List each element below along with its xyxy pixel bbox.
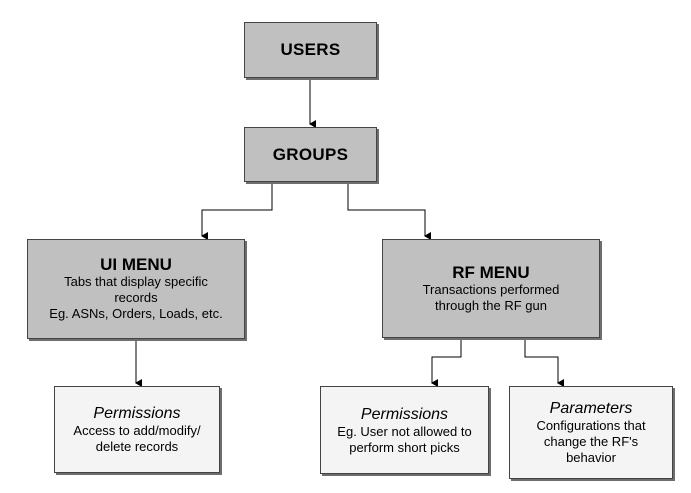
groups-label: GROUPS bbox=[272, 144, 349, 164]
rf-parameters-line-2: change the RF's bbox=[543, 434, 639, 449]
groups-box: GROUPS bbox=[244, 127, 377, 182]
arrow-groups-to-rf-menu bbox=[347, 182, 431, 240]
rf-menu-line-1: Transactions performed bbox=[422, 281, 560, 297]
arrow-groups-to-ui-menu bbox=[201, 182, 273, 240]
ui-permissions-box: Permissions Access to add/modify/ delete… bbox=[54, 386, 220, 473]
rf-parameters-line-3: behavior bbox=[566, 450, 616, 465]
ui-permissions-line-1: Access to add/modify/ bbox=[73, 423, 201, 438]
rf-permissions-line-2: perform short picks bbox=[349, 439, 460, 455]
ui-menu-line-2: records bbox=[114, 290, 158, 305]
rf-permissions-box: Permissions Eg. User not allowed to perf… bbox=[320, 386, 489, 474]
ui-menu-line-3: Eg. ASNs, Orders, Loads, etc. bbox=[49, 306, 223, 321]
ui-permissions-title: Permissions bbox=[93, 405, 181, 422]
rf-menu-box: RF MENU Transactions performed through t… bbox=[382, 239, 600, 338]
rf-parameters-title: Parameters bbox=[549, 400, 633, 417]
ui-menu-title: UI MENU bbox=[100, 255, 172, 274]
ui-permissions-line-2: delete records bbox=[95, 439, 179, 454]
rf-permissions-title: Permissions bbox=[360, 405, 449, 423]
arrow-rf-menu-to-permissions bbox=[431, 338, 462, 387]
rf-menu-title: RF MENU bbox=[452, 262, 530, 282]
users-label: USERS bbox=[280, 40, 341, 59]
arrow-rf-menu-to-parameters bbox=[524, 338, 564, 387]
ui-menu-line-1: Tabs that display specific bbox=[64, 274, 208, 289]
users-box: USERS bbox=[244, 22, 377, 78]
rf-parameters-line-1: Configurations that bbox=[536, 418, 646, 433]
rf-permissions-line-1: Eg. User not allowed to bbox=[337, 423, 472, 439]
ui-menu-box: UI MENU Tabs that display specific recor… bbox=[27, 239, 245, 339]
rf-parameters-box: Parameters Configurations that change th… bbox=[509, 386, 673, 479]
rf-menu-line-2: through the RF gun bbox=[434, 297, 548, 313]
